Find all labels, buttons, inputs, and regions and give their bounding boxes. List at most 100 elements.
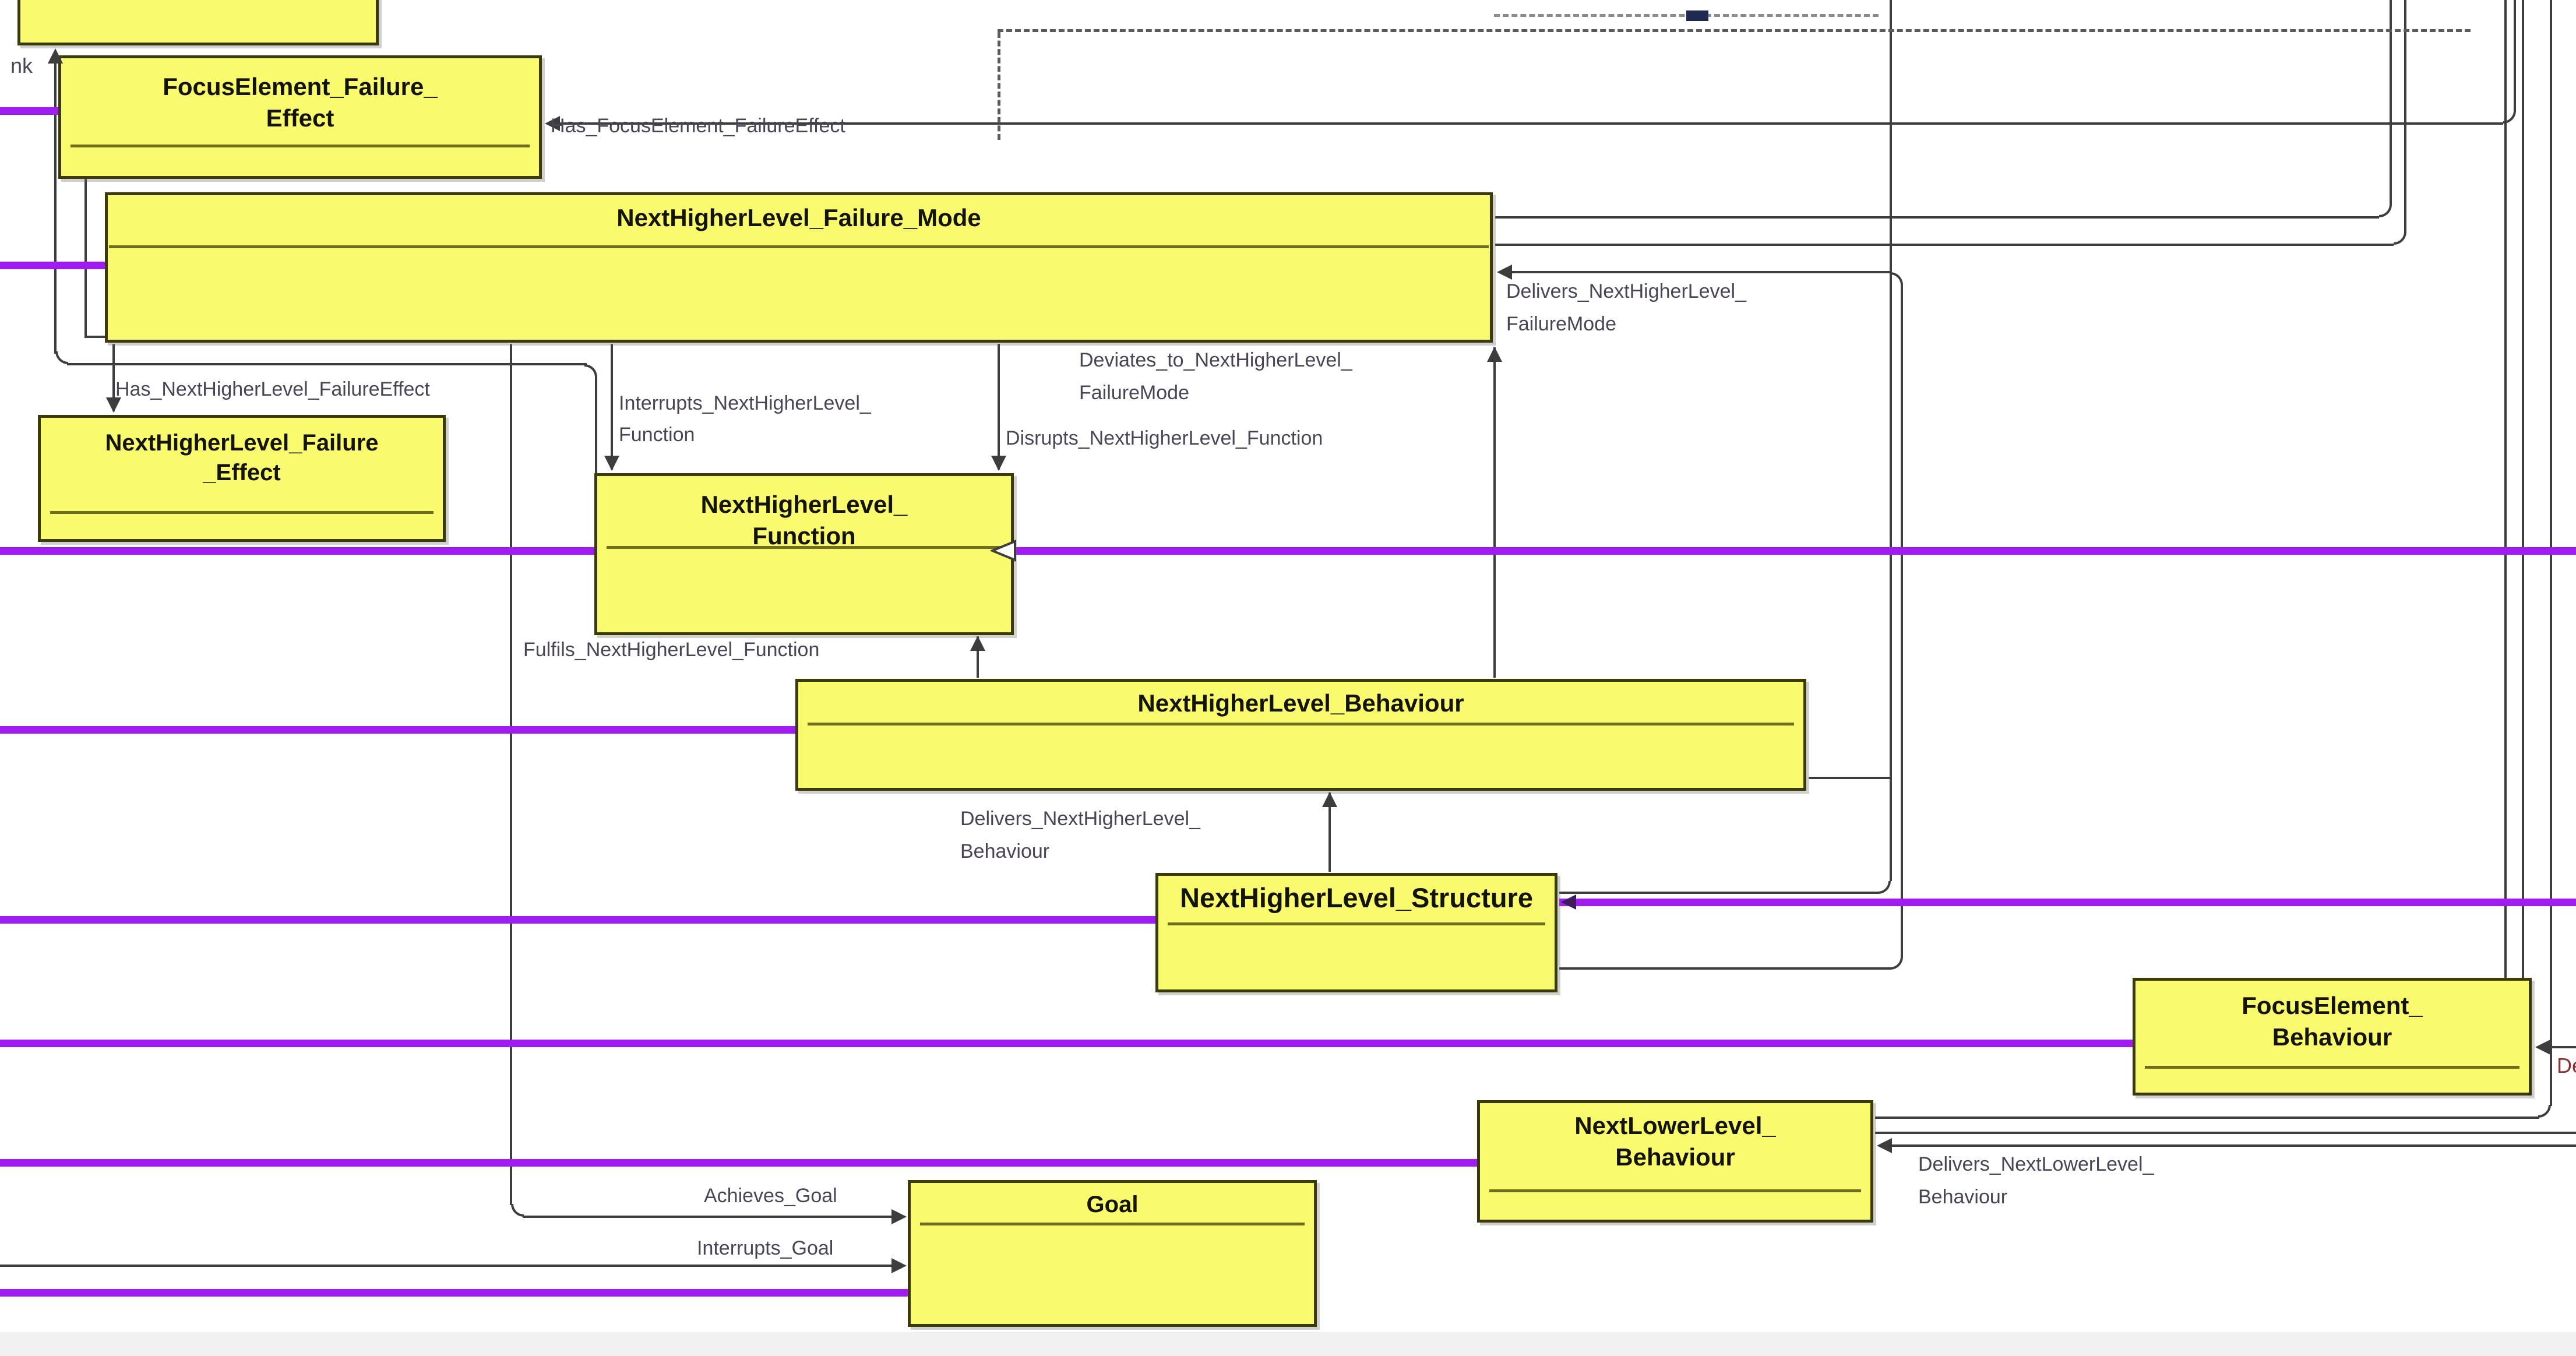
node-focuselement-failure-effect[interactable]: FocusElement_Failure_ Effect [58, 55, 542, 179]
arrowhead-left-structure-right [1559, 894, 1576, 910]
connector-right-h1-corner [2379, 205, 2392, 217]
bus-line-8[interactable] [0, 1289, 910, 1297]
arrowhead-left-delivers-nll [1875, 1138, 1892, 1153]
dashed-boundary-vertical [998, 32, 1000, 140]
edge-label-delivers-nll-behaviour-2[interactable]: Behaviour [1918, 1186, 2008, 1208]
connector-right-h2[interactable] [1495, 244, 2394, 246]
connector-strip-path-vertical2[interactable] [595, 376, 597, 473]
connector-fe-behaviour-top-v2[interactable] [2522, 0, 2524, 978]
connector-fe-failure-effect-stub-vertical[interactable] [84, 179, 87, 338]
connector-achieves-goal-vertical[interactable] [510, 344, 512, 1205]
node-separator [808, 723, 1794, 725]
node-title-line: NextHigherLevel_Structure [1180, 882, 1533, 913]
bus-line-3-right[interactable] [1015, 547, 2576, 555]
connector-center-vertical-corner [1878, 881, 1891, 894]
connector-delivers-nll-behaviour[interactable] [1890, 1144, 2576, 1147]
connector-structure-right-horizontal[interactable] [1559, 892, 1879, 894]
node-separator [607, 546, 1002, 549]
node-separator [109, 245, 1489, 248]
connector-delivers-failuremode-horizontal[interactable] [1510, 271, 1890, 273]
connector-delivers-nhl-behaviour[interactable] [1328, 793, 1331, 872]
node-title-line: NextHigherLevel_Behaviour [1137, 689, 1464, 717]
edge-label-delivers-behaviour-2[interactable]: Behaviour [960, 840, 1050, 862]
node-nexthigherlevel-function[interactable]: NextHigherLevel_ Function [594, 473, 1014, 635]
arrowhead-left-has-fe-failureeffect [543, 116, 560, 131]
node-title-line: NextLowerLevel_ [1574, 1112, 1776, 1139]
bus-line-5-right[interactable] [1559, 899, 2576, 906]
edge-label-achieves-goal[interactable]: Achieves_Goal [704, 1185, 837, 1207]
connector-right-v2[interactable] [2404, 0, 2406, 233]
connector-strip-path-vertical[interactable] [54, 55, 57, 354]
connector-has-fe-vertical[interactable] [2514, 0, 2516, 112]
arrowhead-up-delivers-behaviour [1322, 790, 1337, 807]
bus-line-5-left[interactable] [0, 916, 1157, 924]
edge-label-has-fe-failureeffect[interactable]: Has_FocusElement_FailureEffect [551, 115, 845, 137]
connector-achieves-goal-corner [511, 1204, 524, 1217]
node-title-line: Function [752, 522, 856, 550]
connector-behaviour-right-stub[interactable] [1809, 777, 1891, 779]
connector-fulfils-nhl-function[interactable] [977, 636, 979, 678]
arrowhead-down-disrupts [991, 456, 1006, 473]
connector-delivers-failuremode-horizontal2[interactable] [1559, 967, 1891, 970]
node-top-strip[interactable] [17, 0, 379, 45]
node-title-line: NextHigherLevel_Failure_Mode [616, 204, 981, 231]
node-nexthigherlevel-behaviour[interactable]: NextHigherLevel_Behaviour [795, 679, 1806, 791]
node-nexthigherlevel-failure-mode[interactable]: NextHigherLevel_Failure_Mode [105, 192, 1493, 343]
arrowhead-right-achieves-goal [891, 1209, 908, 1224]
connector-interrupts-goal[interactable] [0, 1265, 891, 1267]
node-separator [1168, 922, 1545, 925]
bus-line-6[interactable] [0, 1040, 2134, 1047]
connector-has-fe-failureeffect[interactable] [551, 122, 2503, 125]
bus-line-2[interactable] [0, 262, 107, 269]
edge-label-delivers-failuremode-1[interactable]: Delivers_NextHigherLevel_ [1506, 280, 1746, 302]
connector-strip-path-corner2 [584, 364, 597, 377]
fragment-left-edge-text: nk [10, 54, 33, 78]
node-title-line: Goal [1086, 1192, 1139, 1217]
connector-fe-behaviour-top-v1[interactable] [2504, 0, 2507, 978]
connector-deviates-to-nhl-failuremode[interactable] [1493, 347, 1496, 678]
connector-nll-h2[interactable] [1875, 1132, 2576, 1134]
connector-disrupts-nhl-function[interactable] [998, 344, 1000, 470]
edge-label-interrupts-nhl-function-2[interactable]: Function [619, 424, 695, 446]
node-title-line: Effect [266, 104, 334, 132]
connector-strip-path-horizontal[interactable] [67, 363, 587, 365]
connector-center-vertical[interactable] [1890, 0, 1892, 881]
node-separator [50, 511, 434, 514]
node-nextlowerlevel-behaviour[interactable]: NextLowerLevel_ Behaviour [1477, 1100, 1873, 1223]
edge-label-delivers-nll-behaviour-1[interactable]: Delivers_NextLowerLevel_ [1918, 1153, 2154, 1175]
connector-delivers-failuremode-corner1 [1890, 272, 1903, 285]
edge-label-disrupts[interactable]: Disrupts_NextHigherLevel_Function [1006, 427, 1323, 449]
edge-label-delivers-failuremode-2[interactable]: FailureMode [1506, 313, 1616, 335]
connector-delivers-failuremode-vertical[interactable] [1901, 284, 1903, 957]
connector-right-h1[interactable] [1495, 216, 2379, 219]
node-separator [2145, 1066, 2519, 1069]
bus-line-3-left[interactable] [0, 547, 596, 555]
edge-label-deviates-2[interactable]: FailureMode [1079, 382, 1189, 404]
connector-far-right-corner [2538, 1105, 2551, 1118]
connector-interrupts-nhl-function[interactable] [611, 344, 613, 470]
edge-label-deviates-1[interactable]: Deviates_to_NextHigherLevel_ [1079, 349, 1352, 371]
connector-fe-behaviour-right[interactable] [2549, 1046, 2576, 1048]
node-title-line: NextHigherLevel_ [700, 491, 908, 518]
node-goal[interactable]: Goal [908, 1180, 1317, 1327]
bus-line-7[interactable] [0, 1159, 1479, 1167]
connector-has-nhl-failureeffect[interactable] [112, 344, 115, 411]
connector-fe-failure-effect-stub-horizontal [84, 336, 115, 338]
node-title-line: FocusElement_Failure_ [163, 73, 438, 100]
node-separator [920, 1223, 1305, 1225]
node-focuselement-behaviour[interactable]: FocusElement_ Behaviour [2133, 978, 2532, 1096]
edge-label-delivers-behaviour-1[interactable]: Delivers_NextHigherLevel_ [960, 808, 1200, 830]
edge-label-fulfils[interactable]: Fulfils_NextHigherLevel_Function [523, 639, 820, 661]
bus-line-1[interactable] [0, 107, 60, 115]
connector-achieves-goal-horizontal[interactable] [523, 1216, 891, 1218]
node-title-line: Behaviour [1615, 1143, 1735, 1171]
connector-right-v1[interactable] [2390, 0, 2392, 206]
edge-label-has-nhl-failureeffect[interactable]: Has_NextHigherLevel_FailureEffect [115, 378, 430, 400]
connector-nll-h1[interactable] [1875, 1117, 2539, 1119]
edge-label-interrupts-goal[interactable]: Interrupts_Goal [697, 1237, 834, 1259]
dashed-boundary-horizontal [998, 29, 2471, 32]
node-nexthigherlevel-structure[interactable]: NextHigherLevel_Structure [1155, 873, 1557, 992]
edge-label-interrupts-nhl-function-1[interactable]: Interrupts_NextHigherLevel_ [619, 392, 871, 414]
bus-line-4[interactable] [0, 726, 797, 734]
node-nexthigherlevel-failure-effect[interactable]: NextHigherLevel_Failure _Effect [38, 415, 446, 542]
